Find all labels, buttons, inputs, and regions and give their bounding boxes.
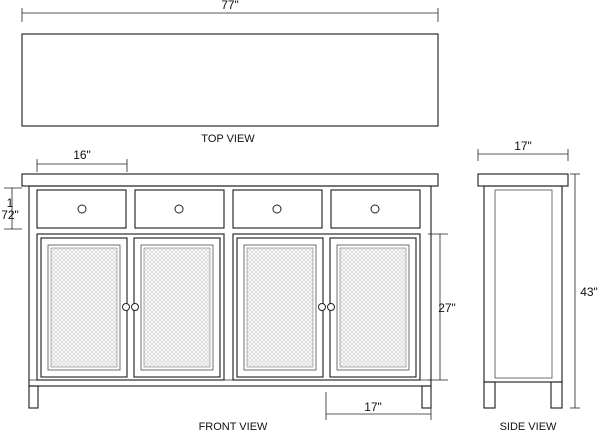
drawer-2 <box>134 189 225 229</box>
door-1-cane-panel <box>50 247 118 368</box>
door-1-knob <box>122 303 130 311</box>
door-4-cane-panel <box>339 247 407 368</box>
door-2-frame <box>140 244 214 371</box>
overall-height-label: 43" <box>580 285 598 299</box>
door-bay-left <box>36 233 225 381</box>
leg-spacing-label: 17" <box>364 400 382 414</box>
door-3-knob <box>318 303 326 311</box>
drawer-1-knob <box>77 204 87 214</box>
top-view-outline <box>21 33 439 127</box>
drawer-3 <box>232 189 323 229</box>
front-right-leg <box>421 385 432 409</box>
door-bay-right <box>232 233 421 381</box>
front-top-slab <box>21 173 439 187</box>
drawer-2-knob <box>174 204 184 214</box>
front-carcass <box>28 185 432 387</box>
side-carcass <box>483 185 563 383</box>
door-height-label: 27" <box>438 301 456 315</box>
drawer-height-label-bottom: 72" <box>1 208 19 222</box>
side-right-leg <box>550 381 563 409</box>
drawer-1 <box>36 189 127 229</box>
top-view-label: TOP VIEW <box>201 133 255 145</box>
door-4-knob <box>327 303 335 311</box>
side-left-leg <box>483 381 496 409</box>
drawer-4 <box>330 189 421 229</box>
door-1-frame <box>47 244 121 371</box>
side-top-slab <box>477 173 569 187</box>
door-2-cane-panel <box>143 247 211 368</box>
side-view: 17" 43" SIDE VIEW <box>477 139 598 433</box>
front-view: 16" 1 72" <box>1 148 456 433</box>
door-3-frame <box>243 244 317 371</box>
top-view: 77" TOP VIEW <box>21 0 439 145</box>
front-left-leg <box>28 385 39 409</box>
drawer-width-label: 16" <box>73 148 91 162</box>
drawer-4-knob <box>370 204 380 214</box>
door-4-frame <box>336 244 410 371</box>
door-3-cane-panel <box>246 247 314 368</box>
door-2-knob <box>131 303 139 311</box>
side-panel <box>494 189 553 379</box>
drawer-3-knob <box>272 204 282 214</box>
side-view-label: SIDE VIEW <box>500 421 557 433</box>
front-view-label: FRONT VIEW <box>199 421 268 433</box>
drawer-height-label-top: 1 <box>7 196 14 210</box>
overall-width-label: 77" <box>221 0 239 12</box>
side-depth-label: 17" <box>514 139 532 153</box>
